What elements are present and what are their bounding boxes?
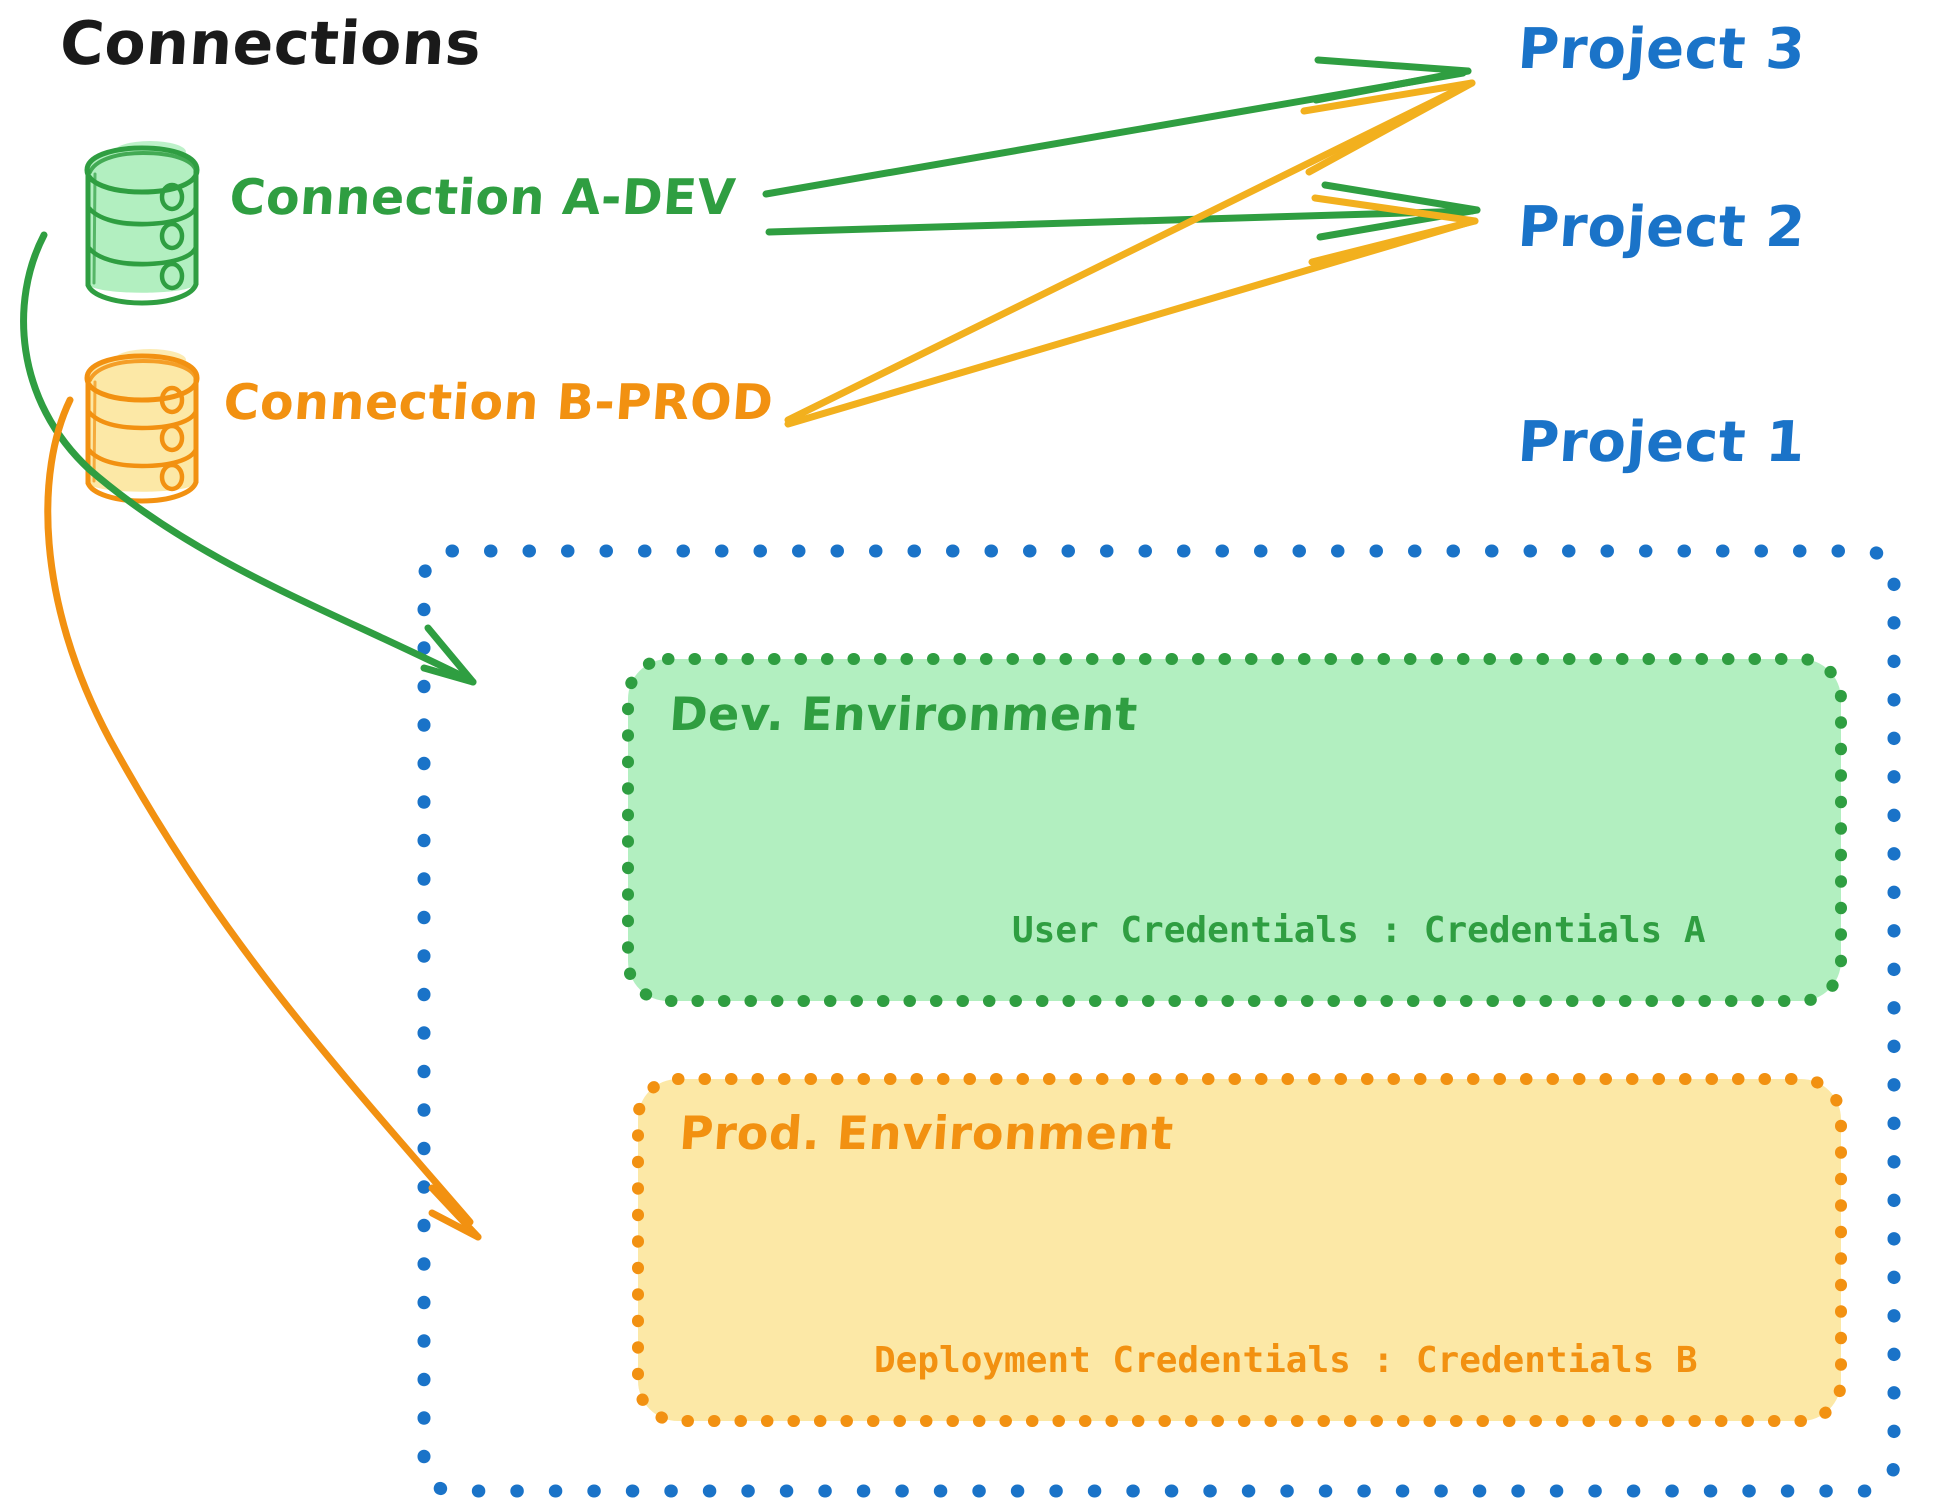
- project-1-label[interactable]: Project 1: [1515, 410, 1808, 475]
- project-3-label[interactable]: Project 3: [1515, 17, 1808, 82]
- dev-environment-title: Dev. Environment: [667, 687, 1140, 741]
- dev-environment-box[interactable]: [622, 653, 1847, 1007]
- edge-conn-a-to-dev-environment: [20, 231, 477, 686]
- edge-conn-b-to-prod-environment: [44, 396, 482, 1241]
- project-2-label[interactable]: Project 2: [1515, 195, 1808, 260]
- edge-conn-b-to-project-3: [784, 79, 1476, 424]
- edge-conn-a-to-project-3: [762, 56, 1472, 198]
- database-cylinder-icon-green[interactable]: [84, 141, 200, 306]
- connection-b-prod-label[interactable]: Connection B-PROD: [221, 374, 776, 431]
- page-title: Connections: [57, 9, 484, 79]
- database-cylinder-icon-orange[interactable]: [84, 349, 200, 504]
- dev-environment-credentials: User Credentials : Credentials A: [1012, 910, 1706, 951]
- connection-a-dev-label[interactable]: Connection A-DEV: [227, 169, 738, 226]
- edge-conn-b-to-project-2: [784, 194, 1479, 428]
- prod-environment-title: Prod. Environment: [677, 1106, 1176, 1160]
- prod-environment-box[interactable]: [632, 1073, 1847, 1427]
- edge-conn-a-to-project-2: [765, 181, 1481, 241]
- prod-environment-credentials: Deployment Credentials : Credentials B: [874, 1340, 1698, 1381]
